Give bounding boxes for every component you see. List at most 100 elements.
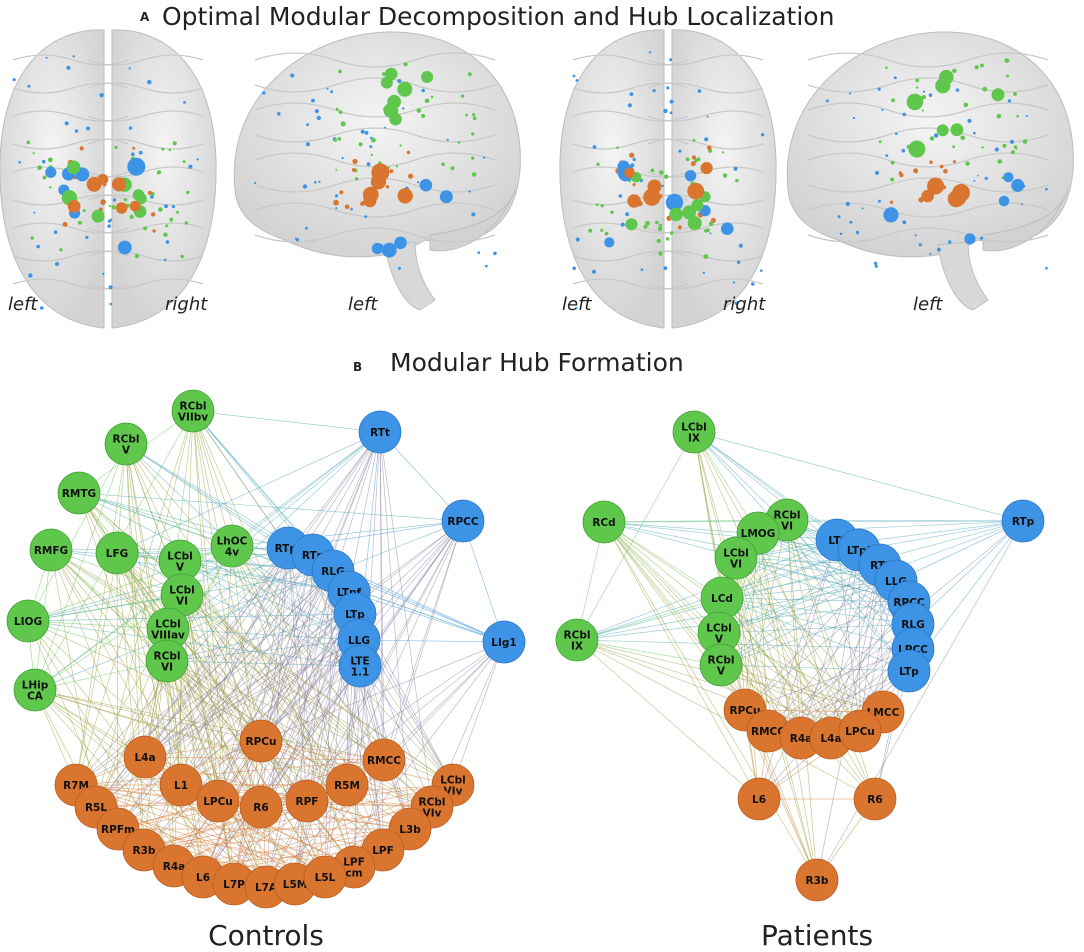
node-label: L3b <box>399 824 421 836</box>
node-l5l: L5L <box>303 855 347 899</box>
brain-node-dot <box>183 101 186 104</box>
brain-node-dot <box>482 156 486 159</box>
brain-sulcus <box>572 250 689 262</box>
brain-node-dot <box>669 111 673 115</box>
node-label: L5M <box>283 879 307 891</box>
brain-sulcus <box>572 278 689 290</box>
brain-node-dot <box>610 210 614 214</box>
brain-left-hemisphere <box>559 29 665 329</box>
brain-node-dot <box>468 190 471 193</box>
network-edge <box>50 549 385 761</box>
node-l1: L1 <box>159 763 203 807</box>
node-label: LCd <box>711 593 733 605</box>
brain-sulcus <box>807 102 1049 118</box>
brain-node-dot <box>839 232 843 236</box>
node-label: RTt <box>370 427 390 439</box>
node-label: R6 <box>867 794 882 806</box>
node-label: RMCC <box>367 755 401 767</box>
brain-node-dot <box>316 115 321 121</box>
node-circle <box>210 524 254 568</box>
orientation-label-left: left <box>562 294 592 315</box>
brain-node-dot <box>952 160 956 164</box>
brain-node-dot <box>471 212 476 217</box>
brain-node-dot <box>950 123 964 137</box>
node-circle <box>441 499 485 543</box>
brain-node-dot <box>72 55 75 58</box>
brain-node-dot <box>424 98 430 104</box>
brain-node-dot <box>630 163 635 168</box>
node-label: R4a <box>790 733 812 745</box>
brain-node-dot <box>360 201 365 206</box>
brain-node-dot <box>973 131 976 135</box>
brain-node-dot <box>620 222 625 227</box>
network-edge <box>767 648 914 732</box>
brain-sulcus <box>12 138 129 150</box>
network-edge <box>231 431 381 547</box>
brain-node-dot <box>936 124 949 137</box>
brain-node-dot <box>384 67 398 81</box>
brain-node-dot <box>645 220 650 226</box>
brain-sulcus <box>647 250 764 262</box>
brain-node-dot <box>1025 114 1028 117</box>
brain-node-dot <box>918 243 922 247</box>
orientation-label-right: right <box>723 294 766 315</box>
brain-node-dot <box>290 73 295 78</box>
node-circle <box>196 779 240 823</box>
brain-node-dot <box>640 268 644 272</box>
node-lcd: LCd <box>700 576 744 620</box>
brain-node-dot <box>684 170 697 182</box>
brain-node-dot <box>618 194 623 198</box>
orientation-label-right: right <box>165 294 208 315</box>
brain-node-dot <box>371 242 383 255</box>
brain-sulcus <box>87 82 204 94</box>
brain-node-dot <box>1004 58 1010 63</box>
brain-node-dot <box>421 71 434 83</box>
brain-node-dot <box>180 254 184 259</box>
brain-node-dot <box>397 79 402 83</box>
brain-node-dot <box>111 177 127 192</box>
brain-node-dot <box>313 181 317 184</box>
brain-node-dot <box>164 204 168 209</box>
network-edge <box>260 641 505 808</box>
brain-node-dot <box>974 65 979 70</box>
brain-node-dot <box>704 137 709 142</box>
network-edge <box>757 532 876 800</box>
brain-node-dot <box>722 151 725 154</box>
node-circle <box>325 763 369 807</box>
network-edge <box>116 552 350 593</box>
network-edge <box>217 554 314 802</box>
brain-node-dot <box>1021 203 1024 206</box>
network-edge <box>78 492 464 522</box>
brain-node-dot <box>111 205 116 210</box>
brain-node-dot <box>929 136 935 141</box>
brain-node-dot <box>575 237 580 242</box>
network-edge <box>265 547 289 888</box>
network-edge <box>179 560 360 641</box>
panel-a-header: A Optimal Modular Decomposition and Hub … <box>140 2 834 31</box>
network-edge <box>117 554 314 830</box>
network-edge <box>718 564 881 634</box>
brain-node-dot <box>704 228 708 233</box>
network-edge <box>721 580 897 599</box>
node-circle <box>95 531 139 575</box>
node-r3b: R3b <box>795 858 839 902</box>
brain-node-dot <box>277 112 281 116</box>
brain-stem <box>937 241 989 311</box>
network-edge <box>348 591 505 643</box>
node-rpf: RPF <box>285 779 329 823</box>
brain-node-dot <box>650 168 655 173</box>
brain-node-dot <box>305 226 308 230</box>
brain-node-dot <box>128 67 131 70</box>
brain-node-dot <box>848 92 852 95</box>
brain-node-dot <box>338 69 342 74</box>
